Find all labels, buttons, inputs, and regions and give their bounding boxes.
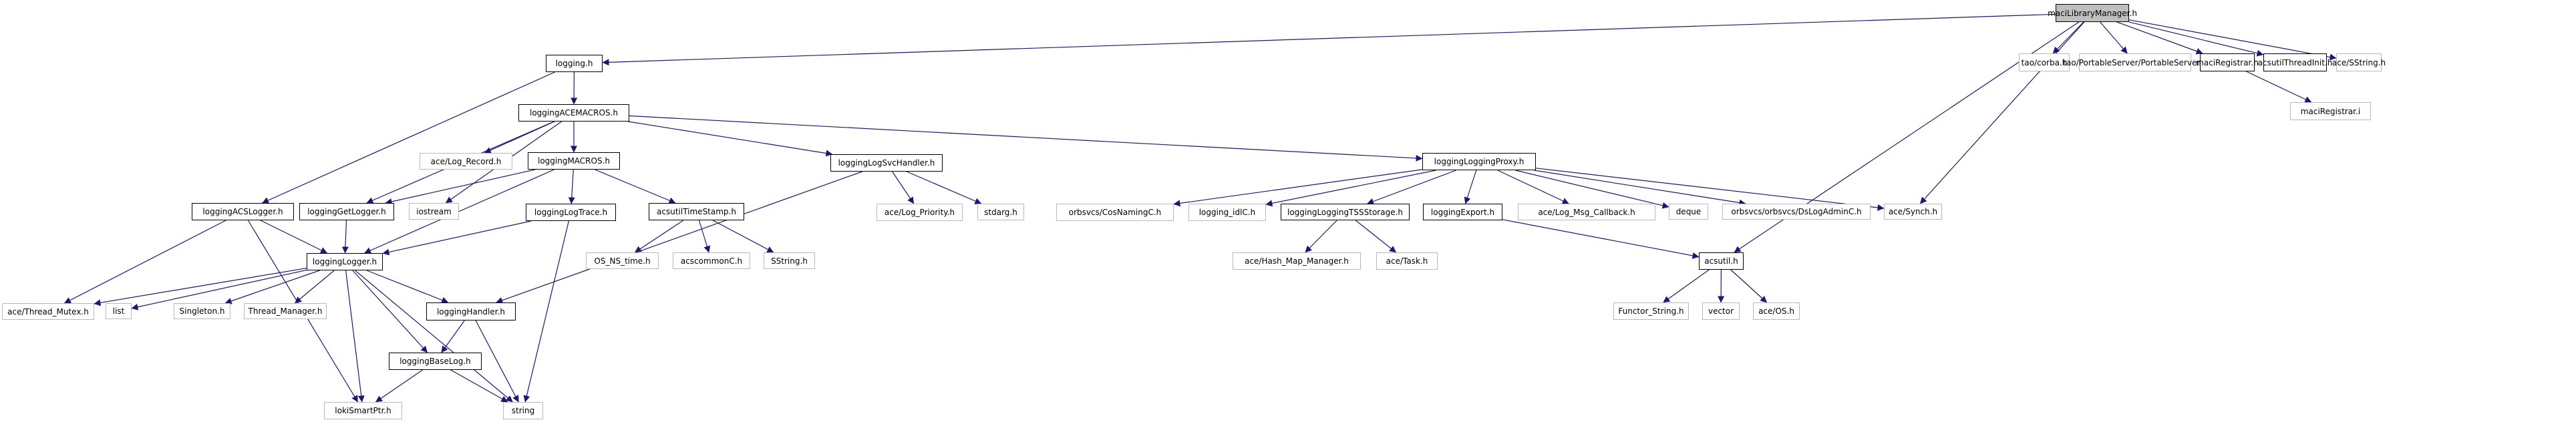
graph-node: Thread_Manager.h xyxy=(244,303,327,319)
dependency-edge xyxy=(2128,21,2264,57)
graph-node[interactable]: acsutil.h xyxy=(1699,252,1744,270)
dependency-edge xyxy=(628,121,833,157)
dependency-edge xyxy=(475,320,519,403)
dependency-edge xyxy=(2246,71,2312,103)
dependency-edge xyxy=(385,169,535,205)
dependency-edge xyxy=(441,320,465,353)
dependency-edge xyxy=(1497,170,1569,204)
dependency-edge xyxy=(1355,220,1397,253)
dependency-edge xyxy=(1534,170,1746,206)
dependency-edge xyxy=(260,220,328,254)
graph-node: ace/Log_Record.h xyxy=(420,153,512,170)
graph-node[interactable]: loggingACEMACROS.h xyxy=(518,104,629,122)
graph-node: ace/Synch.h xyxy=(1884,204,1942,220)
dependency-edge xyxy=(366,270,449,304)
graph-node[interactable]: loggingLogSvcHandler.h xyxy=(830,154,943,172)
dependency-edge xyxy=(496,171,862,304)
graph-node: orbsvcs/CosNamingC.h xyxy=(1056,204,1174,221)
dependency-edge xyxy=(1515,170,1669,209)
dependency-edge xyxy=(602,13,2056,66)
dependency-edge xyxy=(224,270,320,304)
graph-node: Singleton.h xyxy=(174,303,230,319)
dependency-edge xyxy=(345,270,365,403)
dependency-edge xyxy=(2052,21,2084,54)
graph-node[interactable]: loggingLogger.h xyxy=(307,253,383,270)
dependency-edge xyxy=(1173,169,1423,207)
dependency-edge xyxy=(94,267,307,306)
graph-node: acscommonC.h xyxy=(673,252,750,269)
dependency-edge xyxy=(907,171,982,204)
dependency-edge xyxy=(595,169,676,204)
graph-node[interactable]: acsutilTimeStamp.h xyxy=(649,203,744,220)
dependency-edge xyxy=(1502,219,1700,259)
graph-node: tao/PortableServer/PortableServer.h xyxy=(2063,53,2207,71)
graph-node: maciRegistrar.i xyxy=(2290,102,2371,120)
graph-node[interactable]: loggingExport.h xyxy=(1423,204,1502,220)
graph-node[interactable]: loggingHandler.h xyxy=(426,302,516,321)
graph-node[interactable]: maciRegistrar.h xyxy=(2196,53,2259,71)
dependency-edge xyxy=(1265,170,1436,207)
graph-node: stdarg.h xyxy=(977,204,1024,220)
dependency-edge xyxy=(63,220,226,304)
graph-node: iostream xyxy=(409,203,459,220)
dependency-edge xyxy=(1535,168,1885,211)
dependency-edge xyxy=(341,220,349,254)
dependency-edge xyxy=(1367,170,1456,205)
graph-node: ace/Hash_Map_Manager.h xyxy=(1233,252,1361,270)
dependency-edge xyxy=(1919,21,2085,204)
graph-node: ace/Log_Msg_Callback.h xyxy=(1518,204,1655,220)
dependency-edge xyxy=(364,169,554,254)
graph-node: vector xyxy=(1702,302,1740,320)
graph-node[interactable]: loggingGetLogger.h xyxy=(299,203,394,220)
graph-node: ace/Thread_Mutex.h xyxy=(2,303,94,320)
dependency-edge xyxy=(892,171,915,204)
graph-node[interactable]: logging.h xyxy=(546,55,603,72)
graph-root-node[interactable]: maciLibraryManager.h xyxy=(2048,4,2137,22)
dependency-edge xyxy=(355,270,513,403)
graph-node[interactable]: loggingLoggingTSSStorage.h xyxy=(1281,204,1410,220)
dependency-edge xyxy=(1464,170,1477,204)
graph-node: ace/Log_Priority.h xyxy=(876,204,963,221)
dependency-edge xyxy=(523,220,569,403)
graph-node: OS_NS_time.h xyxy=(586,252,659,269)
graph-node: orbsvcs/orbsvcs/DsLogAdminC.h xyxy=(1722,204,1871,220)
graph-node: lokiSmartPtr.h xyxy=(324,402,402,419)
graph-node: list xyxy=(106,303,132,319)
dependency-edge xyxy=(450,369,508,403)
graph-node: ace/OS.h xyxy=(1753,302,1800,320)
dependency-edge xyxy=(262,71,555,204)
dependency-edge xyxy=(352,270,428,353)
graph-node[interactable]: loggingMACROS.h xyxy=(528,152,620,170)
dependency-edge xyxy=(2100,21,2128,54)
graph-node[interactable]: loggingBaseLog.h xyxy=(389,353,482,370)
graph-node: ace/Task.h xyxy=(1376,252,1438,270)
dependency-edge xyxy=(1663,269,1710,303)
dependency-edge xyxy=(131,269,307,310)
edge-group xyxy=(63,13,2337,403)
graph-node[interactable]: acsutilThreadInit.h xyxy=(2258,53,2332,71)
graph-node: logging_idlC.h xyxy=(1188,204,1266,221)
dependency-edge xyxy=(382,220,532,256)
dependency-edge xyxy=(629,115,1423,162)
graph-node[interactable]: loggingLogTrace.h xyxy=(526,204,616,221)
dependency-edge xyxy=(1730,269,1768,303)
dependency-edge xyxy=(375,369,423,403)
dependency-edge xyxy=(2128,19,2337,61)
dependency-edge xyxy=(712,220,774,253)
graph-node[interactable]: loggingACSLogger.h xyxy=(192,203,294,220)
graph-node: Functor_String.h xyxy=(1613,302,1689,320)
dependency-edge xyxy=(1305,220,1337,253)
graph-node[interactable]: loggingLoggingProxy.h xyxy=(1422,153,1536,170)
dependency-edge xyxy=(295,270,335,304)
dependency-edge xyxy=(698,220,711,253)
graph-node: ace/SString.h xyxy=(2332,53,2386,71)
graph-node: tao/corba.h xyxy=(2019,53,2070,71)
dependency-edge xyxy=(2116,21,2203,55)
graph-node: string xyxy=(503,402,543,419)
dependency-edge xyxy=(634,220,684,253)
graph-node: SString.h xyxy=(764,252,815,269)
dependency-edge xyxy=(568,169,575,204)
graph-node: deque xyxy=(1669,204,1708,220)
